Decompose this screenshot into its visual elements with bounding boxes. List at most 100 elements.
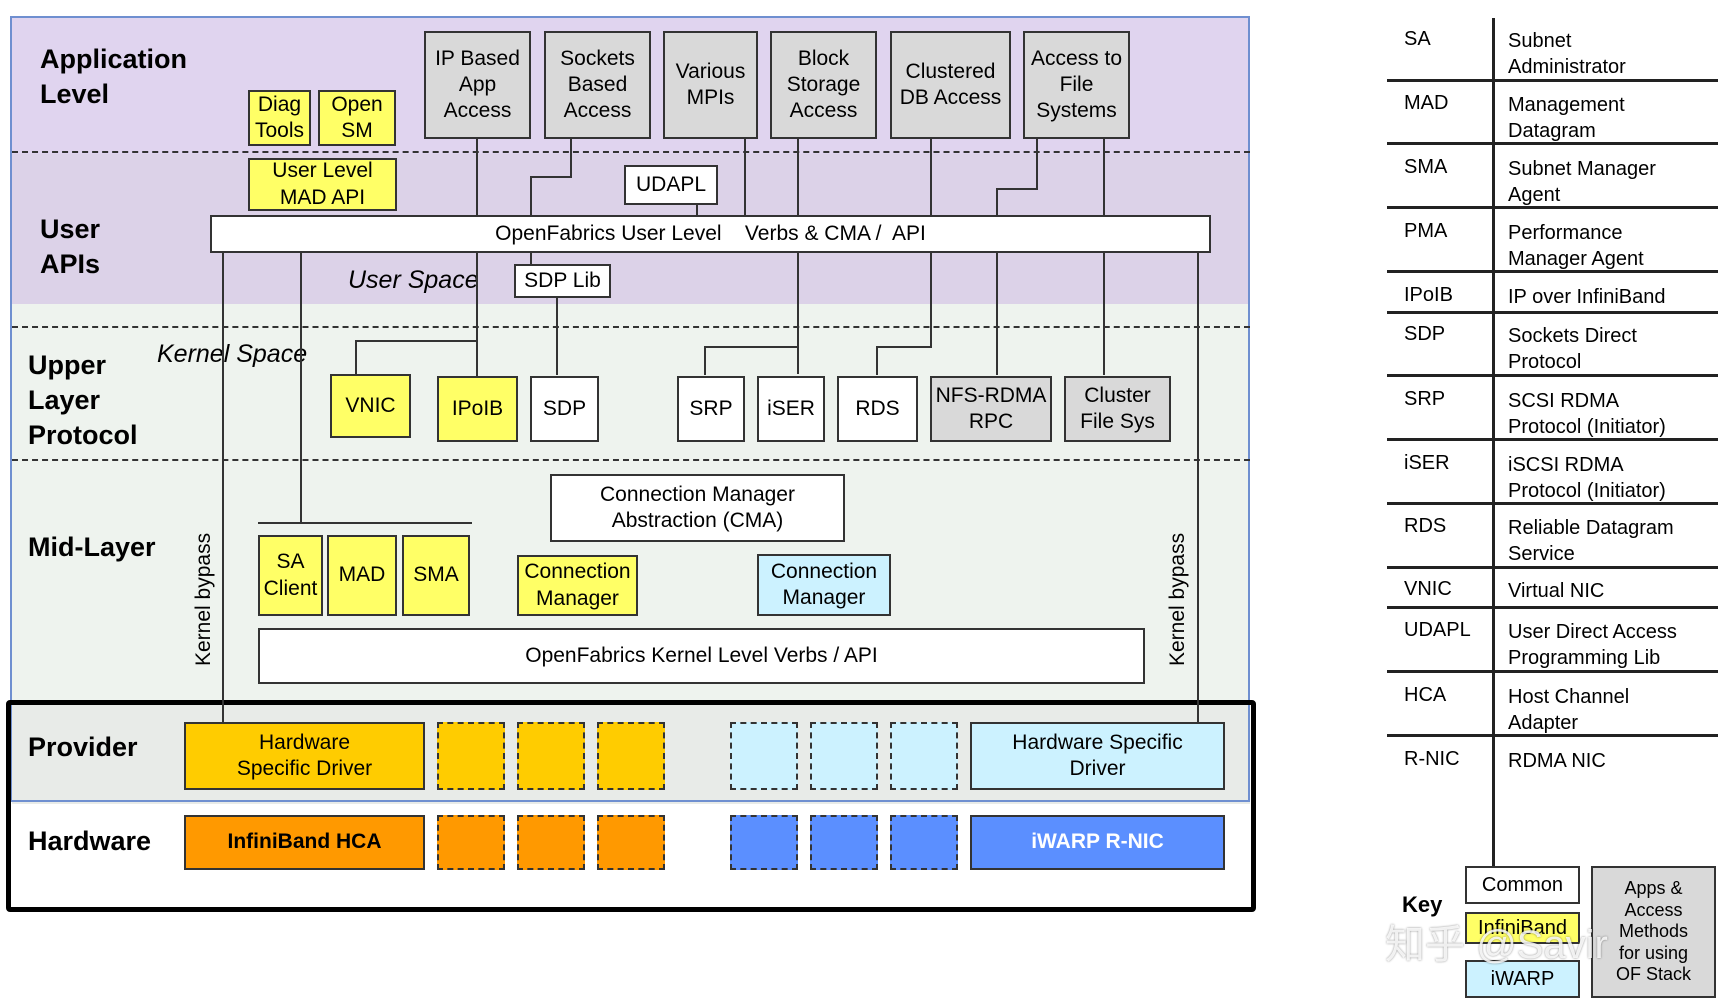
glossary-def-iser: iSCSI RDMA Protocol (Initiator): [1508, 454, 1666, 502]
connector-mpi-left: [696, 204, 698, 216]
kernel-bypass-left: Kernel bypass: [192, 532, 215, 666]
ib-driver-placeholder-3: [597, 722, 665, 790]
layer-user-apis: User APIs: [40, 214, 101, 280]
glossary-sep: [1387, 438, 1718, 441]
connector-mad-api: [300, 252, 302, 522]
glossary-def-pma: Performance Manager Agent: [1508, 222, 1644, 270]
glossary-abbr-sa: SA: [1404, 28, 1431, 50]
user-space-label: User Space: [348, 266, 479, 294]
key-iwarp: iWARP: [1465, 960, 1580, 998]
access-file-systems-box: Access to File Systems: [1023, 31, 1130, 139]
connector-mpi-right: [744, 138, 746, 216]
hca-placeholder-2: [517, 815, 585, 870]
separator-user-kernel: [12, 326, 1250, 328]
layer-provider: Provider: [28, 732, 138, 762]
hardware-frame: [6, 700, 1256, 912]
glossary-sep: [1387, 142, 1718, 145]
mad-box: MAD: [327, 535, 397, 616]
glossary-def-mad: Management Datagram: [1508, 94, 1625, 142]
glossary-abbr-sma: SMA: [1404, 156, 1448, 178]
sdp-box: SDP: [530, 376, 599, 442]
glossary-def-rds: Reliable Datagram Service: [1508, 517, 1674, 565]
sdp-lib-box: SDP Lib: [514, 264, 611, 298]
nfs-rdma-rpc-box: NFS-RDMA RPC: [930, 376, 1052, 442]
connector-sockets-h: [530, 176, 572, 178]
iser-box: iSER: [757, 376, 825, 442]
iwarp-connection-manager-box: Connection Manager: [757, 554, 891, 616]
layer-hardware: Hardware: [28, 826, 152, 856]
connector-block-storage: [797, 138, 799, 374]
layer-mid-layer: Mid-Layer: [28, 532, 156, 562]
glossary-sep: [1387, 606, 1718, 609]
iwarp-rnic-box: iWARP R-NIC: [970, 815, 1225, 870]
glossary-abbr-ipoib: IPoIB: [1404, 284, 1453, 306]
glossary-def-sdp: Sockets Direct Protocol: [1508, 325, 1637, 373]
connector-sockets-v1: [570, 138, 572, 176]
glossary-sep: [1387, 311, 1718, 314]
sma-box: SMA: [402, 535, 470, 616]
glossary-abbr-sdp: SDP: [1404, 323, 1446, 345]
vnic-box: VNIC: [330, 374, 411, 438]
glossary-def-udapl: User Direct Access Programming Lib: [1508, 621, 1677, 669]
glossary-def-sma: Subnet Manager Agent: [1508, 158, 1656, 206]
key-apps-access: Apps & Access Methods for using OF Stack: [1591, 866, 1716, 998]
key-common: Common: [1465, 866, 1580, 904]
rnic-placeholder-1: [730, 815, 798, 870]
infiniband-hca-box: InfiniBand HCA: [184, 815, 425, 870]
udapl-box: UDAPL: [624, 165, 718, 205]
connector-rds-h: [876, 346, 932, 348]
ib-hardware-driver-box: Hardware Specific Driver: [184, 722, 425, 790]
glossary-abbr-rnic: R-NIC: [1404, 748, 1460, 770]
openfabrics-kernel-verbs-box: OpenFabrics Kernel Level Verbs / API: [258, 628, 1145, 684]
connector-ip-based: [476, 138, 478, 376]
connector-srp-h: [704, 346, 799, 348]
layer-application: Application Level: [40, 44, 187, 110]
ib-connection-manager-box: Connection Manager: [517, 555, 638, 616]
glossary-abbr-mad: MAD: [1404, 92, 1449, 114]
glossary-def-ipoib: IP over InfiniBand: [1508, 286, 1666, 308]
diag-tools-box: Diag Tools: [248, 90, 311, 146]
connector-srp-v: [704, 346, 706, 375]
rnic-placeholder-3: [890, 815, 958, 870]
glossary-def-vnic: Virtual NIC: [1508, 580, 1605, 602]
glossary-abbr-srp: SRP: [1404, 388, 1446, 410]
glossary-def-srp: SCSI RDMA Protocol (Initiator): [1508, 390, 1666, 438]
glossary-abbr-hca: HCA: [1404, 684, 1447, 706]
connector-mid-bracket: [258, 522, 472, 524]
connector-sdp: [556, 297, 558, 375]
connector-rds-v: [876, 346, 878, 375]
connector-fs-right: [1103, 138, 1105, 375]
glossary-sep: [1387, 374, 1718, 377]
glossary-divider: [1492, 18, 1495, 888]
connector-fs-left-v2: [996, 188, 998, 375]
sa-client-box: SA Client: [258, 535, 323, 616]
separator-ulp-mid: [12, 459, 1250, 461]
connector-vnic-v: [355, 340, 357, 375]
connector-left-bypass: [222, 252, 224, 722]
glossary-abbr-iser: iSER: [1404, 452, 1450, 474]
glossary-sep: [1387, 270, 1718, 273]
glossary-abbr-udapl: UDAPL: [1404, 619, 1471, 641]
glossary-abbr-pma: PMA: [1404, 220, 1448, 242]
hca-placeholder-1: [437, 815, 505, 870]
glossary-sep: [1387, 566, 1718, 569]
iwarp-driver-placeholder-3: [890, 722, 958, 790]
iwarp-driver-placeholder-1: [730, 722, 798, 790]
glossary-sep: [1387, 206, 1718, 209]
rnic-placeholder-2: [810, 815, 878, 870]
key-title: Key: [1402, 892, 1443, 917]
kernel-space-label: Kernel Space: [157, 340, 308, 368]
ip-based-app-access-box: IP Based App Access: [424, 31, 531, 139]
ipoib-box: IPoIB: [437, 376, 518, 442]
glossary-sep: [1387, 670, 1718, 673]
connector-fs-left-v1: [1036, 138, 1038, 190]
connector-fs-left-h: [996, 188, 1038, 190]
watermark: 知乎 @Savir: [1385, 923, 1608, 967]
key-infiniband: InfiniBand: [1465, 912, 1580, 944]
glossary-sep: [1387, 502, 1718, 505]
glossary-abbr-rds: RDS: [1404, 515, 1447, 537]
various-mpis-box: Various MPIs: [663, 31, 758, 139]
glossary-sep: [1387, 734, 1718, 737]
block-storage-access-box: Block Storage Access: [770, 31, 877, 139]
connector-vnic-h: [355, 340, 477, 342]
